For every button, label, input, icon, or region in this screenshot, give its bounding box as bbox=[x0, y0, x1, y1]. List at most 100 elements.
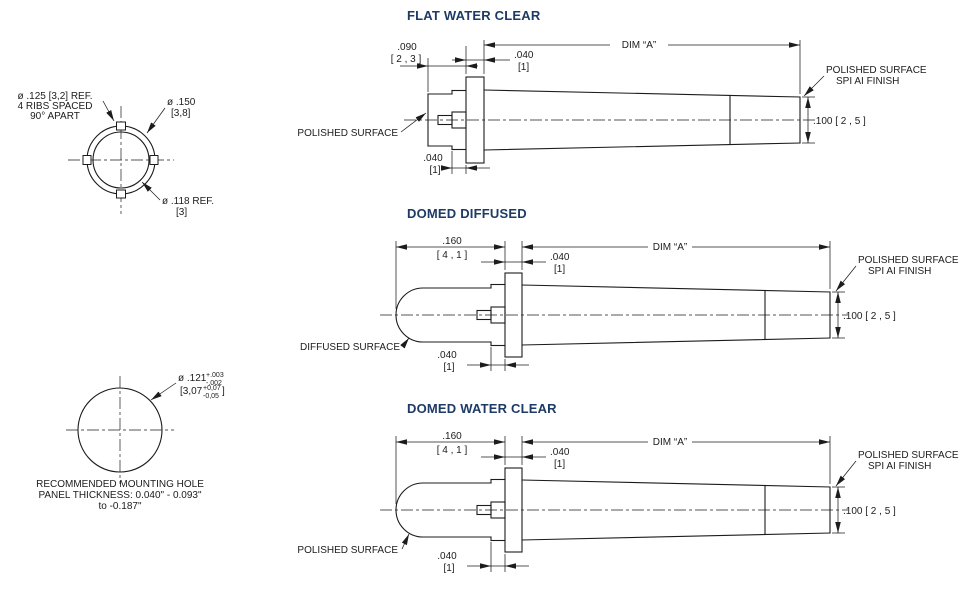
rib-south bbox=[116, 189, 126, 199]
dim-a-label: DIM “A” bbox=[653, 242, 687, 253]
note-spi-finish: POLISHED SURFACE SPI AI FINISH bbox=[835, 255, 959, 292]
dim-head-length-metric: [ 2 , 3 ] bbox=[391, 54, 422, 65]
hole-dia-leader bbox=[150, 382, 177, 401]
bore-dia-value: ø .118 REF. bbox=[162, 196, 214, 207]
outer-dia-value: ø .150 bbox=[167, 97, 196, 108]
dim-flange-metric: [1] bbox=[518, 62, 529, 73]
view-title-flat: FLAT WATER CLEAR bbox=[407, 8, 541, 23]
rib-west bbox=[82, 155, 92, 165]
dim-rib-thickness-bottom: .040 [1] bbox=[437, 542, 529, 574]
dim-rib-thickness-bottom: .040 [1] bbox=[437, 347, 529, 373]
dim-flange-value: .040 bbox=[550, 252, 570, 263]
rib-note-leader bbox=[102, 100, 115, 122]
dim-head-length-value: .160 bbox=[442, 431, 462, 442]
dim-head-length: .160 [ 4 , 1 ] bbox=[395, 431, 506, 504]
domed-diffused-view: DOMED DIFFUSED .160 [ 4 , 1 ] bbox=[300, 206, 959, 373]
dim-head-length-value: .160 bbox=[442, 236, 462, 247]
spi-note-leader bbox=[803, 75, 825, 97]
spi-note-line1: POLISHED SURFACE bbox=[858, 255, 959, 266]
mounting-hole-note: RECOMMENDED MOUNTING HOLE PANEL THICKNES… bbox=[36, 479, 204, 512]
dim-tip-diameter-value: .100 [ 2 , 5 ] bbox=[843, 311, 896, 322]
dim-head-length-value: .090 bbox=[397, 42, 417, 53]
dome bbox=[395, 482, 424, 538]
rib-note-line2: 4 RIBS SPACED bbox=[18, 101, 93, 112]
dim-flange-metric: [1] bbox=[554, 459, 565, 470]
diffused-surface-leader bbox=[400, 337, 410, 349]
dim-a-label: DIM “A” bbox=[653, 437, 687, 448]
dim-rib-value: .040 bbox=[437, 551, 457, 562]
dim-flange-thickness-top: .040 [1] bbox=[481, 436, 570, 470]
led-pin-large bbox=[490, 306, 506, 324]
dim-a: DIM “A” bbox=[522, 241, 831, 289]
dim-a-label: DIM “A” bbox=[622, 40, 656, 51]
label-diffused-surface: DIFFUSED SURFACE bbox=[300, 337, 410, 353]
dim-rib-metric: [1] bbox=[429, 165, 440, 176]
rib-east bbox=[149, 155, 159, 165]
hole-dia-metric: [3,07 bbox=[180, 386, 203, 397]
flat-water-clear-view: FLAT WATER CLEAR .090 [ 2 , 3 ] bbox=[297, 8, 927, 176]
outer-diameter-callout: ø .150 [3,8] bbox=[146, 97, 196, 134]
front-rib-view: ø .125 [3,2] REF. 4 RIBS SPACED 90° APAR… bbox=[17, 91, 214, 218]
rib-note-line1: ø .125 [3,2] REF. bbox=[17, 91, 92, 102]
part-outline bbox=[427, 76, 801, 164]
spi-note-line2: SPI AI FINISH bbox=[836, 76, 899, 87]
spi-note-line2: SPI AI FINISH bbox=[868, 266, 931, 277]
dim-head-length-metric: [ 4 , 1 ] bbox=[437, 250, 468, 261]
dim-rib-value: .040 bbox=[423, 153, 443, 164]
bore-diameter-circle bbox=[92, 131, 150, 189]
spi-note-leader bbox=[835, 265, 857, 292]
dim-rib-value: .040 bbox=[437, 350, 457, 361]
dim-tip-diameter: .100 [ 2 , 5 ] bbox=[802, 96, 866, 144]
hole-diameter-callout: ø .121 +.003 -.002 [3,07 +0,07 -0,05 ] bbox=[150, 372, 225, 401]
note-spi-finish: POLISHED SURFACE SPI AI FINISH bbox=[803, 65, 927, 97]
dim-rib-thickness-bottom: .040 [1] bbox=[423, 151, 490, 176]
dim-a: DIM “A” bbox=[484, 40, 801, 94]
dim-flange-value: .040 bbox=[550, 447, 570, 458]
outer-dia-metric: [3,8] bbox=[171, 108, 191, 119]
view-title-domed-clear: DOMED WATER CLEAR bbox=[407, 401, 557, 416]
led-pin-large bbox=[451, 111, 467, 129]
hole-note-line1: RECOMMENDED MOUNTING HOLE bbox=[36, 479, 204, 490]
dim-tip-diameter-value: .100 [ 2 , 5 ] bbox=[843, 506, 896, 517]
domed-water-clear-view: DOMED WATER CLEAR .160 [ 4 , 1 ] bbox=[297, 401, 959, 574]
dim-head-length-metric: [ 4 , 1 ] bbox=[437, 445, 468, 456]
dim-rib-metric: [1] bbox=[443, 362, 454, 373]
hole-note-line2: PANEL THICKNESS: 0.040" - 0.093" bbox=[38, 490, 202, 501]
dim-flange-value: .040 bbox=[514, 50, 534, 61]
hole-metric-bracket: ] bbox=[222, 386, 225, 397]
label-polished-surface: POLISHED SURFACE bbox=[297, 112, 427, 139]
dim-a: DIM “A” bbox=[522, 436, 831, 484]
note-spi-finish: POLISHED SURFACE SPI AI FINISH bbox=[835, 450, 959, 487]
label-polished-surface: POLISHED SURFACE bbox=[297, 533, 410, 556]
dim-tip-diameter-value: .100 [ 2 , 5 ] bbox=[813, 116, 866, 127]
dim-flange-metric: [1] bbox=[554, 264, 565, 275]
spi-note-line1: POLISHED SURFACE bbox=[826, 65, 927, 76]
polished-surface-label: POLISHED SURFACE bbox=[297, 545, 398, 556]
dim-tip-diameter: .100 [ 2 , 5 ] bbox=[832, 291, 896, 339]
view-title-domed-diffused: DOMED DIFFUSED bbox=[407, 206, 527, 221]
dim-head-length: .090 [ 2 , 3 ] bbox=[391, 42, 478, 92]
bore-diameter-callout: ø .118 REF. [3] bbox=[141, 181, 214, 218]
rib-north bbox=[116, 121, 126, 131]
polished-surface-leader bbox=[400, 112, 427, 133]
bore-dia-metric: [3] bbox=[176, 207, 187, 218]
part-outline bbox=[395, 272, 831, 358]
mounting-hole-view: ø .121 +.003 -.002 [3,07 +0,07 -0,05 ] R… bbox=[36, 372, 225, 512]
hole-note-line3: to -0.187" bbox=[98, 501, 141, 512]
dome bbox=[395, 287, 424, 343]
dim-tip-diameter: .100 [ 2 , 5 ] bbox=[832, 486, 896, 534]
diffused-surface-label: DIFFUSED SURFACE bbox=[300, 342, 400, 353]
part-outline bbox=[395, 467, 831, 553]
bore-dia-leader bbox=[141, 181, 161, 201]
dim-head-length: .160 [ 4 , 1 ] bbox=[395, 236, 506, 309]
rib-note-line3: 90° APART bbox=[30, 111, 80, 122]
outer-dia-leader bbox=[146, 107, 166, 134]
rib-note: ø .125 [3,2] REF. 4 RIBS SPACED 90° APAR… bbox=[17, 91, 115, 122]
hole-tol-plus: +.003 bbox=[206, 372, 224, 379]
led-pin-large bbox=[490, 501, 506, 519]
polished-surface-label: POLISHED SURFACE bbox=[297, 128, 398, 139]
spi-note-line2: SPI AI FINISH bbox=[868, 461, 931, 472]
mounting-hole-circle bbox=[77, 387, 163, 473]
